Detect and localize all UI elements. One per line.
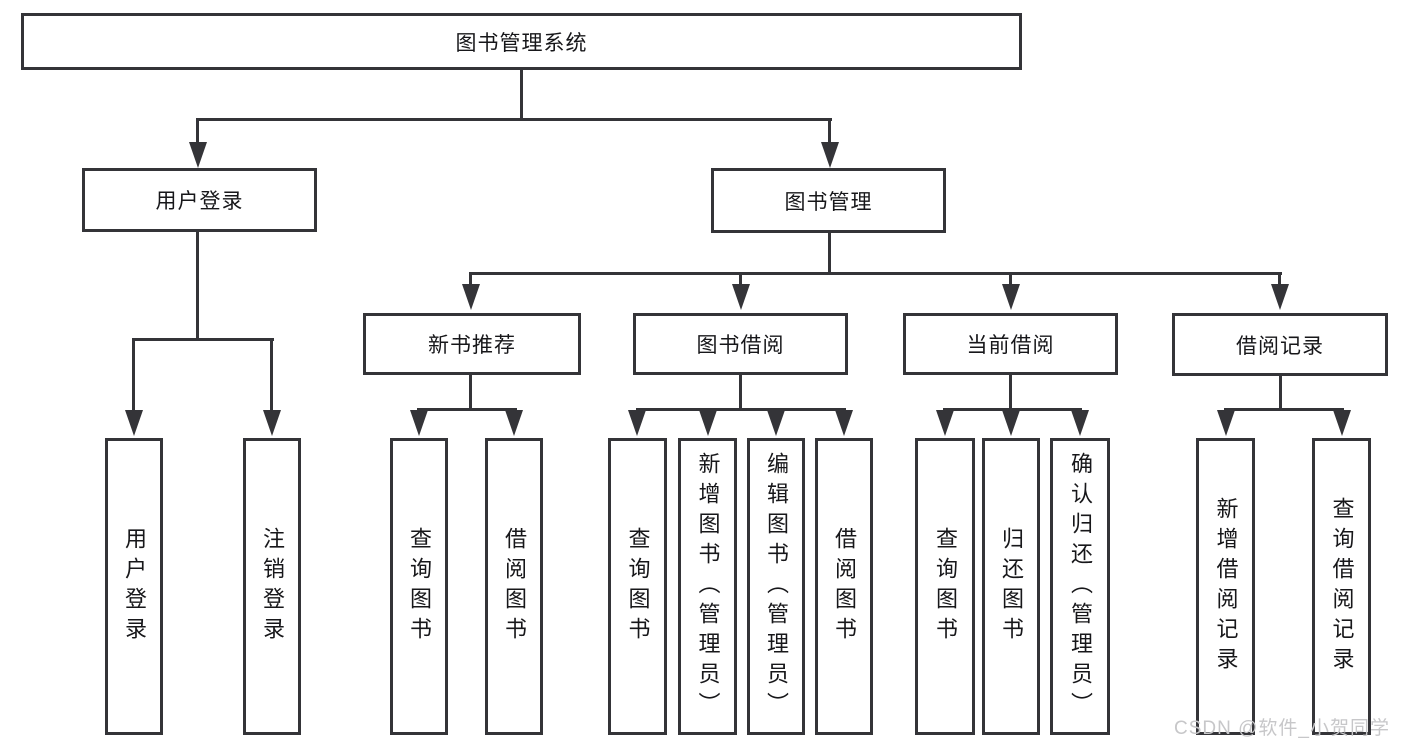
arrow-down-icon [462, 284, 480, 310]
node-current-borrowing: 当前借阅 [903, 313, 1118, 375]
node-logout-action: 注销登录 [243, 438, 301, 735]
node-library-system: 图书管理系统 [21, 13, 1022, 70]
node-label: 注销登录 [260, 526, 285, 647]
node-label: 借阅图书 [502, 526, 527, 647]
arrow-down-icon [1071, 410, 1089, 436]
node-borrowing-records: 借阅记录 [1172, 313, 1388, 376]
arrow-down-icon [1217, 410, 1235, 436]
node-label: 新增借阅记录 [1213, 496, 1239, 677]
edge-vline [270, 341, 273, 412]
edge-hline [636, 408, 846, 411]
node-query-books: 查询图书 [390, 438, 448, 735]
watermark: CSDN @软件_小贺同学 [1174, 718, 1390, 739]
arrow-down-icon [189, 142, 207, 168]
arrow-down-icon [699, 410, 717, 436]
node-borrow-books: 借阅图书 [485, 438, 543, 735]
node-book-management: 图书管理 [711, 168, 946, 233]
node-label: 新增图书（管理员） [695, 451, 721, 722]
edge-hline [943, 408, 1082, 411]
node-label: 查询图书 [933, 526, 958, 647]
node-new-book-recommend: 新书推荐 [363, 313, 581, 375]
edge-vline [520, 70, 523, 118]
edge-vline [1278, 275, 1281, 284]
arrow-down-icon [936, 410, 954, 436]
node-user-login-action: 用户登录 [105, 438, 163, 735]
arrow-down-icon [1333, 410, 1351, 436]
edge-hline [196, 118, 832, 121]
arrow-down-icon [835, 410, 853, 436]
arrow-down-icon [505, 410, 523, 436]
edge-vline [1009, 375, 1012, 408]
edge-vline [828, 233, 831, 272]
node-book-borrowing: 图书借阅 [633, 313, 848, 375]
edge-hline [469, 272, 1282, 275]
node-label: 归还图书 [999, 526, 1024, 647]
arrow-down-icon [263, 410, 281, 436]
node-query-borrow-record: 查询借阅记录 [1312, 438, 1371, 735]
edge-hline [417, 408, 517, 411]
node-add-borrow-record: 新增借阅记录 [1196, 438, 1255, 735]
node-label: 查询借阅记录 [1329, 496, 1355, 677]
arrow-down-icon [410, 410, 428, 436]
arrow-down-icon [1002, 410, 1020, 436]
node-return-books: 归还图书 [982, 438, 1040, 735]
arrow-down-icon [1271, 284, 1289, 310]
edge-hline [132, 338, 274, 341]
edge-hline [1224, 408, 1344, 411]
edge-vline [469, 275, 472, 284]
node-label: 编辑图书（管理员） [764, 451, 789, 722]
node-borrow-books: 借阅图书 [815, 438, 873, 735]
node-label: 查询图书 [625, 526, 651, 647]
edge-vline [739, 375, 742, 408]
node-label: 查询图书 [407, 526, 432, 647]
node-label: 借阅图书 [832, 526, 857, 647]
edge-vline [132, 341, 135, 412]
arrow-down-icon [821, 142, 839, 168]
edge-vline [1009, 275, 1012, 284]
node-query-books: 查询图书 [915, 438, 975, 735]
arrow-down-icon [1002, 284, 1020, 310]
node-query-books: 查询图书 [608, 438, 667, 735]
node-add-books-admin: 新增图书（管理员） [678, 438, 737, 735]
edge-vline [196, 121, 199, 144]
edge-vline [1279, 376, 1282, 408]
node-confirm-return-admin: 确认归还（管理员） [1050, 438, 1110, 735]
edge-vline [739, 275, 742, 284]
node-label: 确认归还（管理员） [1068, 451, 1093, 722]
arrow-down-icon [767, 410, 785, 436]
edge-vline [196, 232, 199, 338]
arrow-down-icon [732, 284, 750, 310]
node-label: 用户登录 [122, 526, 147, 647]
edge-vline [469, 375, 472, 408]
edge-vline [828, 121, 831, 144]
node-user-login: 用户登录 [82, 168, 317, 232]
arrow-down-icon [628, 410, 646, 436]
arrow-down-icon [125, 410, 143, 436]
node-edit-books-admin: 编辑图书（管理员） [747, 438, 805, 735]
